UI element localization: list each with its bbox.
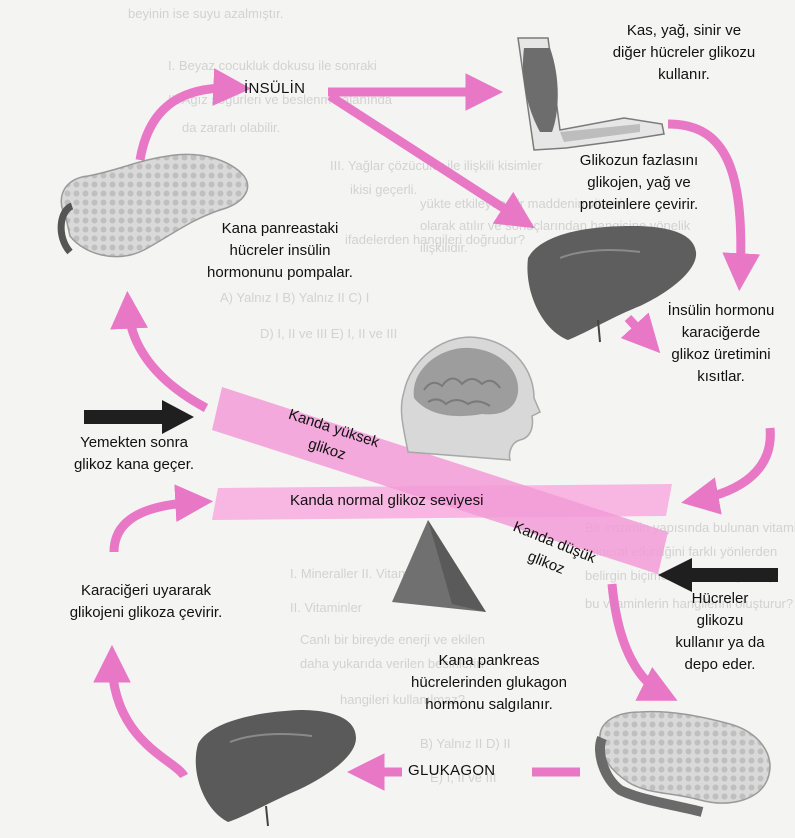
arrow-liver-up (93, 644, 189, 779)
bg-text-line: ilişkilidir. (420, 240, 468, 255)
arrow-high-to-pancreas (110, 290, 209, 412)
arm-muscle-icon (517, 37, 665, 151)
pivot-triangle-icon (392, 520, 486, 612)
bg-text-line: bu vitaminlerin hangilerini oluşturur? (585, 596, 794, 611)
high-glucose-band (212, 387, 668, 574)
bg-text-line: B) Yalnız II D) II (420, 736, 511, 751)
bg-text-line: beyinin ise suyu azalmıştır. (128, 6, 284, 21)
liver-icon (195, 710, 356, 827)
arrow-pancreas-to-insulin (135, 68, 252, 161)
brain-head-icon (400, 336, 541, 461)
arrow-to-normal (109, 484, 214, 553)
bg-text-line: da zararlı olabilir. (182, 120, 281, 135)
bg-text-line: II. Vitaminler (290, 600, 363, 615)
arrow-muscle-to-liver (667, 119, 761, 292)
glukagon-label: GLUKAGON (408, 762, 496, 779)
bg-text-line: D) I, II ve III E) I, II ve III (260, 326, 398, 341)
insulin-label: İNSÜLİN (244, 80, 306, 97)
arrow-right-loop (681, 427, 775, 515)
bg-text-line: A) Yalnız I B) Yalnız II C) I (220, 290, 370, 305)
pancreas-icon (57, 153, 249, 258)
bg-text-line: ikisi geçerli. (350, 182, 418, 197)
bg-text-line: Canlı bir bireyde enerji ve ekilen (300, 632, 485, 647)
arrow-low-to-pancreas (607, 583, 678, 701)
bg-text-line: hangileri kullanılmaz? (340, 692, 466, 707)
bg-text-line: daha yukarıda verilen besinlerin (300, 656, 484, 671)
normal-glucose-label: Kanda normal glikoz seviyesi (290, 492, 484, 509)
bg-text-line: ifadelerden hangileri doğrudur? (345, 232, 525, 247)
pancreas-icon (595, 710, 771, 817)
black-arrow-after-meal (84, 400, 194, 434)
black-arrow-cells-use (658, 558, 778, 592)
bg-text-line: I. Mineraller II. Vitaminler (290, 566, 434, 581)
bg-text-line: E) I, II ve III (430, 770, 497, 785)
liver-icon (527, 226, 697, 343)
arrow-insulin-to-liver (327, 92, 535, 229)
arrow-liver-to-text (620, 312, 661, 354)
